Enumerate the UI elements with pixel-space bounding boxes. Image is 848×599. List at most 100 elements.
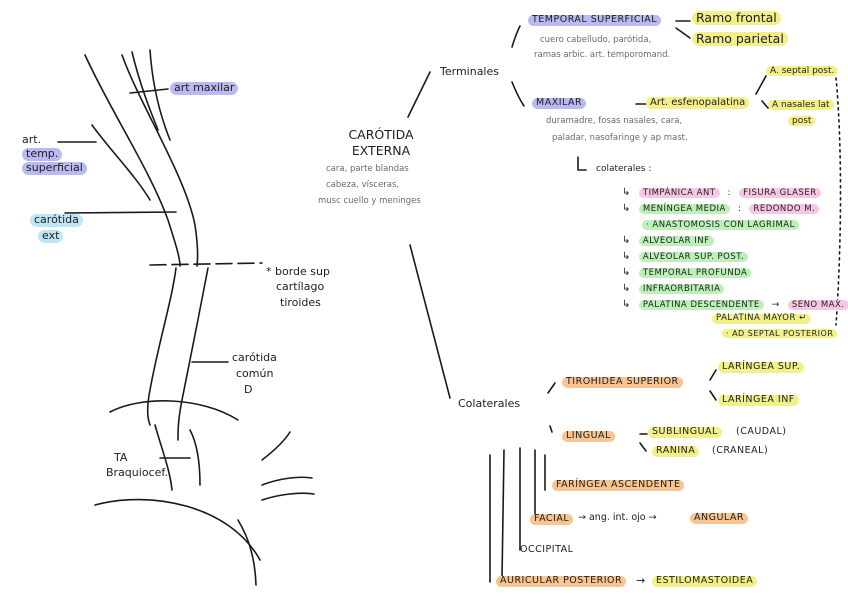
label-ta: TA bbox=[114, 451, 128, 464]
sketch-arch-right2 bbox=[261, 492, 315, 501]
conn-esfeno-nasales bbox=[761, 100, 769, 109]
label-septal-posterior: · AD SEPTAL POSTERIOR bbox=[722, 329, 838, 339]
label-tirohidea-superior: TIROHIDEA SUPERIOR bbox=[562, 376, 683, 388]
label-palatina-mayor: PALATINA MAYOR ↵ bbox=[712, 313, 811, 324]
sketch-arch-spike bbox=[261, 431, 291, 461]
maxilar-colateral-note: fisura Glaser bbox=[739, 188, 821, 198]
maxilar-desc-1: duramadre, fosas nasales, cara, bbox=[546, 116, 683, 126]
label-nasales-lat: A nasales lat bbox=[768, 100, 834, 111]
maxilar-colateral-row: ↳ TEMPORAL PROFUNDA bbox=[618, 260, 752, 279]
sketch-temporal-branch bbox=[91, 124, 151, 201]
label-braquiocef: Braquiocef. bbox=[106, 466, 168, 479]
maxilar-colateral-sep: : bbox=[737, 204, 742, 214]
label-carotida-comun-2: común bbox=[236, 367, 274, 380]
label-occipital: OCCIPITAL bbox=[520, 544, 574, 555]
conn-title-terminales bbox=[407, 71, 431, 118]
label-ramo-parietal: Ramo parietal bbox=[692, 31, 788, 47]
maxilar-colateral-name: TIMPÁNICA ANT bbox=[638, 188, 720, 198]
label-angular: ANGULAR bbox=[690, 512, 749, 524]
maxilar-colateral-row: ↳ PALATINA DESCENDENTE → seno max. bbox=[618, 292, 848, 311]
conn-terminales-temporal bbox=[511, 25, 521, 48]
label-borde-sup: * borde sup bbox=[266, 265, 330, 278]
maxilar-colateral-name: TEMPORAL PROFUNDA bbox=[638, 268, 752, 278]
label-ext: ext bbox=[38, 229, 64, 243]
label-auricular-arrow: → bbox=[636, 574, 646, 587]
label-lingual: LINGUAL bbox=[562, 430, 615, 442]
leader-maxilar bbox=[129, 88, 169, 94]
conn-tiro-lar-sup bbox=[709, 369, 717, 381]
center-desc-2: cabeza, vísceras, bbox=[326, 180, 400, 190]
leader-carotida-ext bbox=[64, 211, 177, 214]
maxilar-colateral-arrow: ↳ bbox=[622, 235, 631, 246]
sketch-arch-bottom bbox=[237, 519, 257, 586]
label-temp: temp. bbox=[22, 147, 63, 161]
label-carotida-comun-3: D bbox=[244, 383, 253, 396]
center-desc-3: musc cuello y meninges bbox=[318, 196, 421, 206]
label-auricular-posterior: AURICULAR POSTERIOR bbox=[496, 575, 627, 587]
maxilar-colateral-name: MENÍNGEA MEDIA bbox=[638, 204, 730, 214]
label-carotida: carótida bbox=[30, 213, 83, 227]
label-sublingual: SUBLINGUAL bbox=[648, 426, 722, 438]
maxilar-colateral-row: ↳ ALVEOLAR INF bbox=[618, 228, 714, 247]
label-laringea-inf: LARÍNGEA INF bbox=[718, 394, 799, 406]
maxilar-colateral-arrow: ↳ bbox=[622, 203, 631, 214]
label-nasales-post: post bbox=[788, 116, 816, 127]
maxilar-colateral-arrow: ↳ bbox=[622, 251, 631, 262]
label-temporal-superficial: TEMPORAL SUPERFICIAL bbox=[528, 14, 662, 26]
label-estilomastoidea: ESTILOMASTOIDEA bbox=[652, 575, 758, 587]
label-tiroides: tiroides bbox=[280, 296, 321, 309]
label-septal-post: A. septal post. bbox=[766, 66, 839, 77]
conn-tiro-lar-inf bbox=[709, 390, 717, 401]
label-ramo-frontal: Ramo frontal bbox=[692, 10, 781, 26]
conn-esfeno-septal bbox=[755, 75, 767, 95]
label-ranina: RANINA bbox=[652, 445, 700, 457]
conn-maxilar-colaterales bbox=[577, 156, 587, 171]
title-externa: EXTERNA bbox=[351, 143, 411, 158]
maxilar-colateral-row: · anastomosis con LAGRIMAL bbox=[642, 212, 799, 231]
sketch-comun-left bbox=[146, 267, 177, 426]
label-facial-path: → ang. int. ojo → bbox=[578, 512, 657, 523]
sketch-ext-right-wall bbox=[121, 54, 199, 267]
temporal-desc-1: cuero cabelludo, parótida, bbox=[540, 35, 652, 45]
label-art: art. bbox=[22, 133, 42, 146]
conn-terminales-maxilar bbox=[511, 81, 525, 107]
maxilar-colateral-name: PALATINA DESCENDENTE bbox=[638, 300, 764, 310]
stem-4 bbox=[501, 449, 505, 579]
temporal-desc-2: ramas arbic. art. temporomand. bbox=[534, 50, 671, 60]
sketch-arch-right bbox=[261, 476, 313, 486]
label-faringea-ascendente: FARÍNGEA ASCENDENTE bbox=[552, 479, 685, 491]
maxilar-colateral-row: ↳MENÍNGEA MEDIA:redondo m. bbox=[618, 196, 820, 215]
label-laringea-sup: LARÍNGEA SUP. bbox=[718, 361, 805, 373]
sketch-arch-lower bbox=[94, 498, 261, 561]
sketch-ext-left-wall bbox=[84, 54, 181, 267]
maxilar-colateral-note: seno max. bbox=[787, 300, 848, 310]
maxilar-colateral-arrow: ↳ bbox=[622, 187, 631, 198]
sketch-comun-right bbox=[177, 267, 209, 441]
maxilar-colateral-row: ↳ALVEOLAR SUP. POST. bbox=[618, 244, 749, 263]
maxilar-colateral-row: ↳TIMPÁNICA ANT:fisura Glaser bbox=[618, 180, 821, 199]
conn-temporal-parietal bbox=[675, 27, 691, 39]
label-carotida-comun-1: carótida bbox=[232, 351, 277, 364]
title-carotida: CARÓTIDA bbox=[348, 127, 414, 142]
sketch-arch-outer bbox=[109, 400, 239, 421]
maxilar-desc-2: paladar, nasofaringe y ap mast. bbox=[552, 133, 688, 143]
label-ranina-note: (craneal) bbox=[712, 445, 769, 456]
label-superficial: superficial bbox=[22, 161, 87, 175]
maxilar-colateral-name: INFRAORBITARIA bbox=[638, 284, 725, 294]
maxilar-colateral-name: ALVEOLAR INF bbox=[638, 236, 714, 246]
maxilar-colateral-note: · anastomosis con LAGRIMAL bbox=[642, 220, 799, 230]
label-terminales: Terminales bbox=[440, 65, 499, 78]
sketch-maxilar-branch-a bbox=[131, 51, 159, 131]
label-art-maxilar: art maxilar bbox=[170, 81, 239, 95]
conn-title-colaterales bbox=[409, 244, 451, 399]
sketch-maxilar-branch-b bbox=[149, 49, 171, 141]
maxilar-colateral-arrow: ↳ bbox=[622, 267, 631, 278]
maxilar-colateral-sep: → bbox=[771, 300, 780, 310]
label-colaterales: Colaterales bbox=[458, 397, 521, 410]
maxilar-colateral-arrow: ↳ bbox=[622, 299, 631, 310]
conn-lingual-ranina bbox=[639, 442, 647, 452]
label-sublingual-note: (caudal) bbox=[736, 426, 787, 437]
maxilar-colateral-arrow: ↳ bbox=[622, 283, 631, 294]
sketch-level-line bbox=[149, 262, 263, 266]
label-facial: FACIAL bbox=[530, 513, 574, 525]
